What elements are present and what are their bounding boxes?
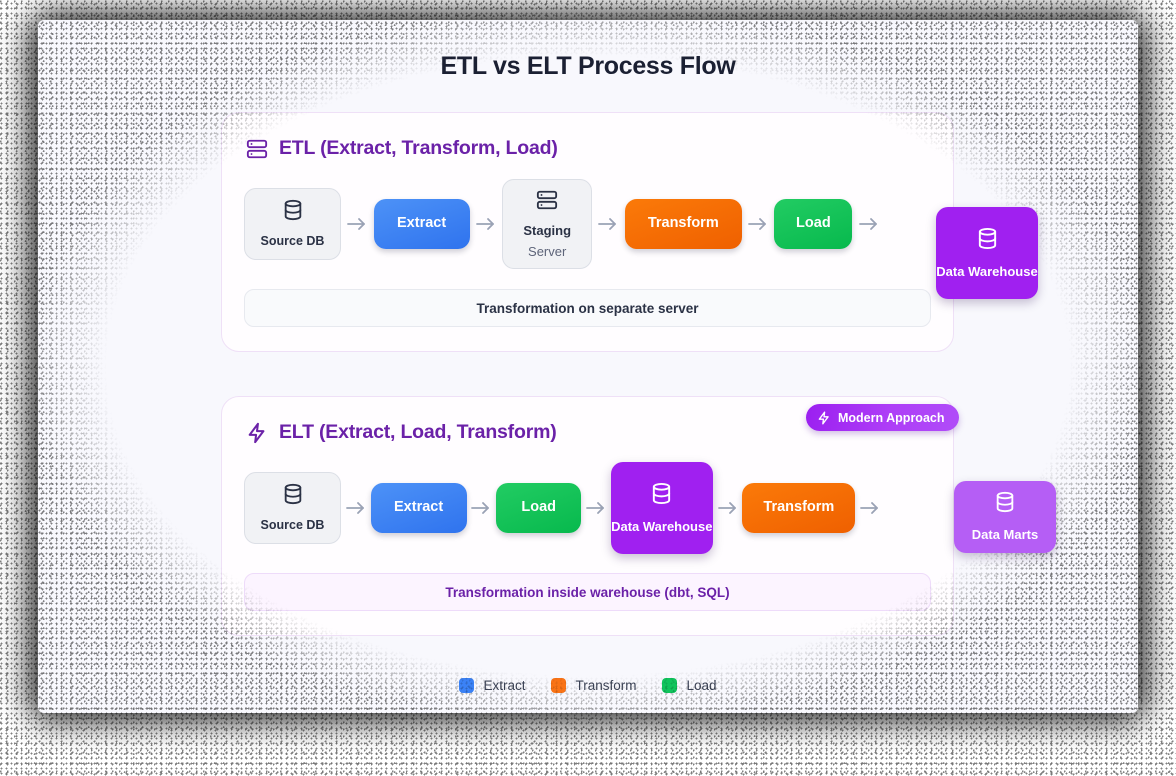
database-icon: [282, 199, 304, 227]
flow-arrow: [581, 500, 611, 516]
flow-node-data-warehouse[interactable]: Data Warehouse: [610, 462, 713, 554]
flow-node-extract[interactable]: Extract: [373, 199, 470, 249]
legend: Extract Transform Load: [38, 678, 1138, 693]
flow-arrow: [592, 216, 625, 232]
etl-section-header: ETL (Extract, Transform, Load): [246, 137, 931, 160]
database-icon: [650, 482, 673, 511]
flow-node-label: Staging: [523, 222, 572, 238]
flow-arrow: [467, 500, 497, 516]
flow-arrow: [855, 500, 885, 516]
legend-item-transform: Transform: [551, 678, 636, 693]
legend-label: Load: [686, 678, 717, 693]
lightning-bolt-icon: [246, 422, 268, 444]
flow-node-label: Load: [521, 499, 556, 516]
legend-swatch-load: [662, 678, 678, 693]
etl-section-title: ETL (Extract, Transform, Load): [279, 137, 558, 159]
modern-approach-badge-label: Modern Approach: [838, 410, 945, 425]
legend-item-extract: Extract: [459, 678, 525, 693]
flow-node-source-db[interactable]: Source DB: [244, 188, 341, 260]
elt-section-header: ELT (Extract, Load, Transform): [246, 421, 931, 444]
flow-node-label: Transform: [647, 215, 719, 232]
flow-node-label: Data Warehouse: [611, 518, 713, 534]
etl-note-bar: Transformation on separate server: [244, 289, 931, 327]
legend-swatch-transform: [551, 678, 567, 693]
legend-swatch-extract: [459, 678, 475, 693]
flow-arrow: [341, 216, 374, 232]
etl-note-text: Transformation on separate server: [476, 300, 699, 316]
database-icon: [976, 227, 999, 256]
flow-node-label: Data Warehouse: [936, 263, 1038, 279]
flow-arrow: [852, 216, 885, 232]
flow-node-label: Data Marts: [971, 527, 1039, 543]
flow-node-transform[interactable]: Transform: [624, 199, 742, 249]
database-icon: [282, 483, 304, 511]
flow-node-label: Extract: [397, 215, 447, 232]
flow-node-label: Source DB: [260, 234, 325, 249]
etl-section-card: ETL (Extract, Transform, Load) Source DB: [221, 112, 954, 352]
server-stack-icon: [246, 138, 268, 160]
etl-flow-row: Source DB Extract: [244, 176, 931, 272]
flow-node-label: Transform: [763, 499, 835, 516]
flow-node-label: Source DB: [260, 518, 325, 533]
flow-arrow: [341, 500, 371, 516]
flow-arrow: [713, 500, 743, 516]
flow-node-sublabel: Server: [528, 243, 567, 259]
flow-node-label: Load: [796, 215, 831, 232]
legend-label: Transform: [575, 678, 637, 693]
page-title: ETL vs ELT Process Flow: [440, 52, 736, 80]
elt-section-card: ELT (Extract, Load, Transform) Source DB: [221, 396, 954, 636]
elt-flow-row: Source DB Extract: [244, 460, 931, 556]
flow-node-load[interactable]: Load: [496, 483, 582, 533]
elt-note-text: Transformation inside warehouse (dbt, SQ…: [445, 584, 730, 600]
flow-node-staging-server[interactable]: Staging Server: [502, 179, 593, 269]
elt-note-bar: Transformation inside warehouse (dbt, SQ…: [244, 573, 931, 611]
flow-node-transform[interactable]: Transform: [742, 483, 856, 533]
flow-node-source-db[interactable]: Source DB: [244, 472, 341, 544]
legend-item-load: Load: [662, 678, 717, 693]
flow-node-data-marts[interactable]: Data Marts: [954, 481, 1056, 553]
lightning-bolt-icon: [817, 410, 831, 425]
modern-approach-badge[interactable]: Modern Approach: [806, 404, 960, 431]
database-icon: [994, 491, 1016, 519]
flow-node-extract[interactable]: Extract: [370, 483, 467, 533]
flow-node-data-warehouse[interactable]: Data Warehouse: [936, 207, 1038, 299]
flow-arrow: [742, 216, 775, 232]
flow-arrow: [470, 216, 503, 232]
diagram-page: ETL vs ELT Process Flow ETL (Extract, Tr…: [38, 20, 1138, 713]
flow-node-label: Extract: [394, 499, 444, 516]
legend-label: Extract: [483, 678, 526, 693]
flow-node-load[interactable]: Load: [774, 199, 853, 249]
server-stack-icon: [536, 189, 558, 217]
elt-section-title: ELT (Extract, Load, Transform): [279, 421, 557, 443]
